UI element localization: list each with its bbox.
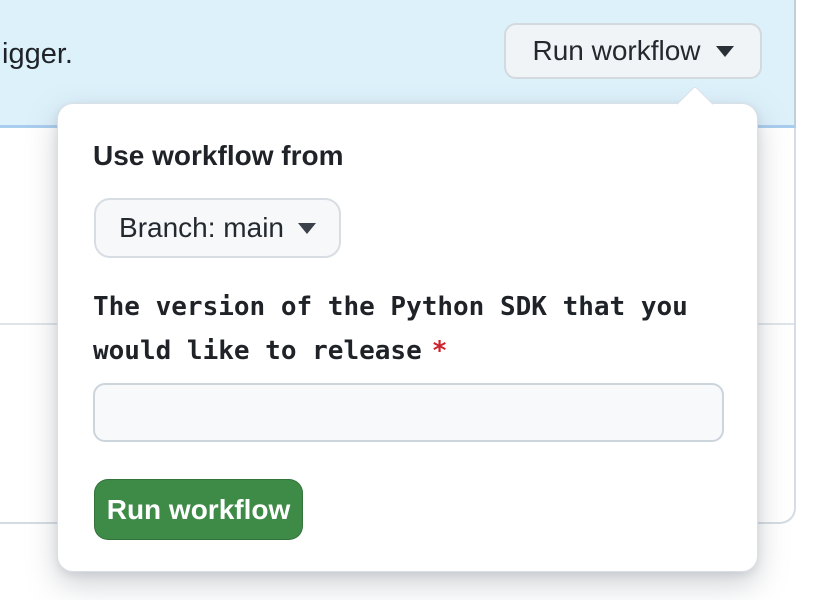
input-description-line2: would like to release* [93,336,448,366]
dropdown-caret-icon [297,222,316,234]
run-workflow-dropdown-label: Run workflow [532,35,701,66]
use-workflow-from-label: Use workflow from [93,140,344,171]
required-asterisk: * [431,336,448,366]
run-workflow-popover: Use workflow from Branch: main The versi… [57,85,758,572]
branch-selector-label: Branch: main [119,212,284,243]
input-description-line1: The version of the Python SDK that you [93,292,688,322]
branch-selector-button[interactable]: Branch: main [94,198,341,258]
banner-text-fragment: igger. [2,38,73,70]
run-workflow-dropdown-button[interactable]: Run workflow [504,23,762,79]
dropdown-caret-icon [715,45,734,57]
input-description: The version of the Python SDK that you w… [93,285,733,373]
run-workflow-submit-button[interactable]: Run workflow [94,479,303,540]
version-input[interactable] [93,383,724,442]
run-workflow-submit-label: Run workflow [106,493,291,525]
